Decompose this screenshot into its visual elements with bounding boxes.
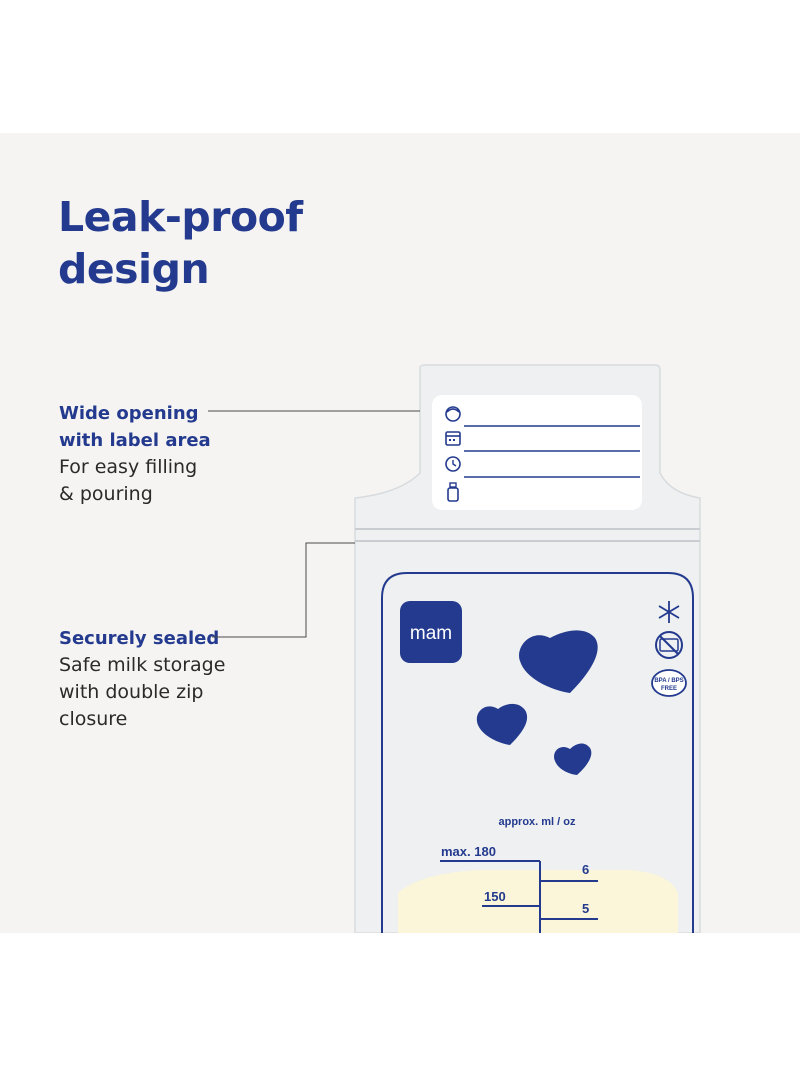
heart-icon-medium xyxy=(476,703,528,745)
scale-label: approx. ml / oz xyxy=(498,816,576,828)
measurement-scale xyxy=(440,860,598,933)
storage-pouch-illustration: mam BPA / BPS FREE approx. ml / oz xyxy=(208,364,701,933)
callout-wide-opening: Wide opening with label area For easy fi… xyxy=(59,400,211,508)
heading-line-2: design xyxy=(58,245,210,293)
heart-icon-small xyxy=(554,743,592,775)
baby-face-icon xyxy=(445,406,461,422)
brand-name: mam xyxy=(410,623,452,644)
bpa-free-text: FREE xyxy=(661,686,677,692)
milk-fill xyxy=(398,870,678,933)
print-frame xyxy=(381,572,694,933)
heading-line-1: Leak-proof xyxy=(58,193,303,241)
heart-icon-large xyxy=(519,630,598,693)
leader-line-seal xyxy=(212,542,355,638)
oz-mark-5: 5 xyxy=(582,901,589,916)
snowflake-icon xyxy=(658,601,680,623)
callout-description: Safe milk storage with double zip closur… xyxy=(59,654,226,730)
page-heading: Leak-proof design xyxy=(58,191,303,295)
clock-icon xyxy=(445,456,461,472)
bpa-free-badge: BPA / BPS FREE xyxy=(651,669,687,697)
product-panel: Leak-proof design Wide opening with labe… xyxy=(0,133,800,933)
callout-title: Securely sealed xyxy=(59,628,220,649)
calendar-icon xyxy=(445,431,461,446)
ml-mark-150: 150 xyxy=(484,889,506,904)
oz-mark-6: 6 xyxy=(582,862,589,877)
ml-mark-max: max. 180 xyxy=(441,844,496,859)
callout-description: For easy filling & pouring xyxy=(59,456,198,505)
callout-title: Wide opening with label area xyxy=(59,403,211,451)
callout-securely-sealed: Securely sealed Safe milk storage with d… xyxy=(59,625,225,733)
brand-logo xyxy=(400,601,462,663)
no-microwave-icon xyxy=(655,631,683,659)
bpa-text: BPA / BPS xyxy=(654,678,683,684)
label-area xyxy=(432,395,642,510)
bottle-icon xyxy=(447,482,459,502)
